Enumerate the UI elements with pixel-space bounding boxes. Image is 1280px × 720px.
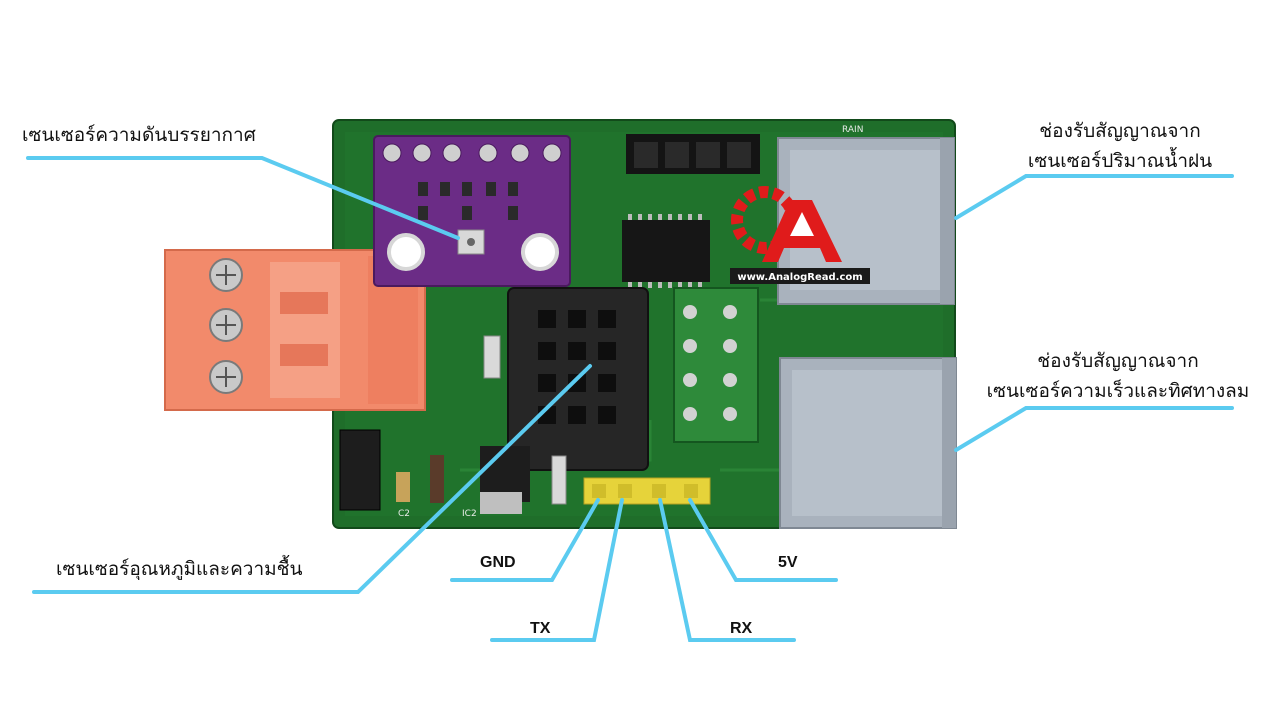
leader-lines	[26, 156, 1234, 642]
leader-wind	[954, 406, 1234, 452]
capacitor	[396, 472, 410, 502]
ic-pins	[628, 214, 702, 288]
leader-rx	[658, 498, 796, 642]
breakout-board	[673, 287, 759, 443]
main-ic-chip	[622, 220, 710, 282]
rain-port-label-line2: เซนเซอร์ปริมาณน้ำฝน	[1027, 150, 1213, 172]
wind-rj-port	[779, 357, 957, 529]
rain-port-label-line1: ช่องรับสัญญาณจาก	[1039, 120, 1201, 142]
wind-port-label-line2: เซนเซอร์ความเร็วและทิศทางลม	[986, 380, 1250, 402]
leader-humidity	[32, 364, 592, 594]
capacitor-2	[430, 455, 444, 503]
header-pins	[583, 477, 711, 505]
wind-port-label: ช่องรับสัญญาณจาก เซนเซอร์ความเร็วและทิศท…	[968, 346, 1268, 406]
5v-pin-label: 5V	[778, 554, 798, 571]
temp-humidity-sensor-label: เซนเซอร์อุณหภูมิและความชื้น	[56, 558, 303, 580]
top-connector	[626, 134, 760, 174]
led	[551, 455, 567, 505]
metal-tab	[480, 492, 522, 514]
ic2-silkscreen: IC2	[462, 509, 477, 519]
rain-port-label: ช่องรับสัญญาณจาก เซนเซอร์ปริมาณน้ำฝน	[1000, 116, 1240, 176]
pressure-sensor-label: เซนเซอร์ความดันบรรยากาศ	[22, 124, 256, 146]
leader-tx	[490, 498, 624, 642]
rain-silkscreen: RAIN	[842, 125, 863, 135]
leader-5v	[688, 498, 838, 582]
tx-pin-label: TX	[530, 620, 551, 637]
leader-rain	[954, 174, 1234, 220]
logo-url: www.AnalogRead.com	[737, 272, 862, 283]
regulator-ic	[339, 429, 381, 511]
leader-pressure	[26, 156, 460, 240]
analogread-logo: www.AnalogRead.com	[730, 186, 870, 284]
rx-pin-label: RX	[730, 620, 753, 637]
leader-gnd	[450, 498, 600, 582]
led-top	[483, 335, 501, 379]
gnd-pin-label: GND	[480, 554, 516, 571]
wind-port-label-line1: ช่องรับสัญญาณจาก	[1037, 350, 1199, 372]
c2-silkscreen: C2	[398, 509, 410, 519]
humidity-sensor-body	[507, 287, 649, 471]
pressure-sensor-board	[373, 135, 571, 287]
